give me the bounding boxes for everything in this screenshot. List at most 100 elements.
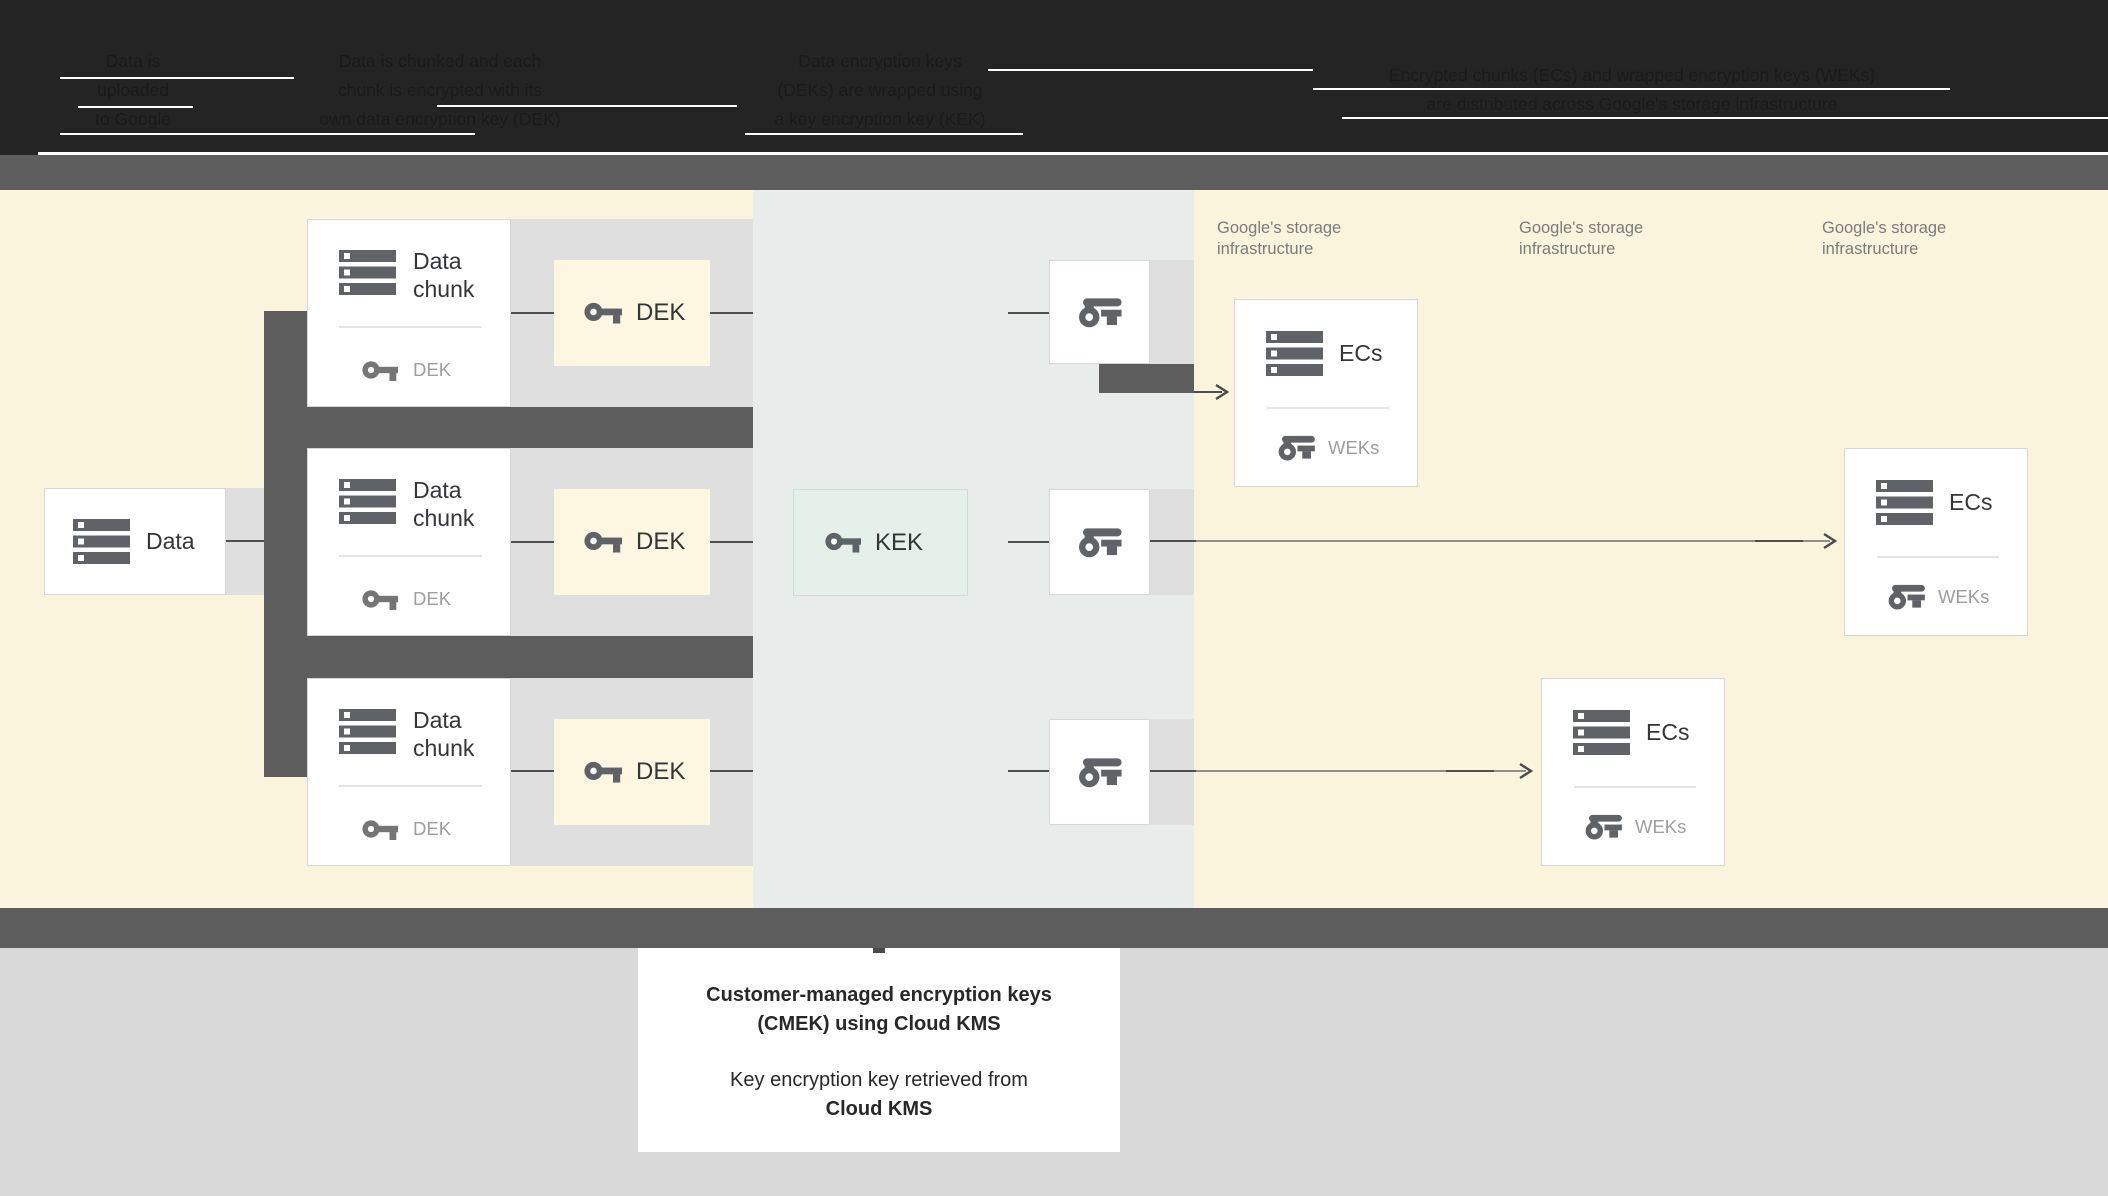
glitch-streak: [437, 105, 590, 107]
key-icon: [362, 818, 398, 842]
ec-box-title: ECs: [1339, 340, 1383, 366]
step-caption-line: (DEKs) are wrapped using: [777, 80, 983, 100]
ec-box-title: ECs: [1646, 719, 1690, 745]
step-caption-line: Data is chunked and each: [338, 51, 542, 71]
divider: [1267, 407, 1389, 409]
arrow-line-row3: [1196, 770, 1446, 772]
connector-line: [511, 770, 554, 772]
glitch-streak: [1342, 117, 2108, 119]
glitch-streak: [563, 105, 737, 107]
connector-line: [710, 312, 753, 314]
header-band: [0, 0, 2108, 155]
step-caption-1: Data is uploaded to Google: [38, 47, 228, 134]
key-icon: [362, 588, 398, 612]
top-gray-band: [0, 155, 2108, 190]
kek-box: KEK: [793, 489, 968, 596]
arrow-line-row2: [1150, 540, 1196, 542]
key-icon: [1078, 525, 1122, 559]
key3-gray-strip: [1150, 719, 1194, 825]
dek-box: DEK: [554, 260, 710, 366]
weks-label: WEKs: [1328, 437, 1380, 458]
wrapped-key-box: [1049, 489, 1150, 595]
data-chunk-title: Data chunk: [413, 707, 475, 761]
key-icon: [362, 359, 398, 383]
ec-box: ECs WEKs: [1541, 678, 1725, 866]
step-caption-line: own data encryption key (DEK): [319, 109, 561, 129]
step-caption-line: uploaded: [96, 80, 170, 100]
key-icon: [1078, 295, 1122, 329]
server-icon: [339, 709, 396, 754]
step-caption-4: Encrypted chunks (ECs) and wrapped encry…: [1292, 61, 1972, 119]
divider: [1877, 556, 1999, 558]
storage-label-line: infrastructure: [1822, 239, 1919, 258]
header-seam-line: [38, 152, 2108, 155]
arrow-line-row3: [1494, 770, 1526, 772]
storage-infrastructure-label: Google's storage infrastructure: [1519, 218, 1719, 259]
data-chunk-box: Data chunk DEK: [307, 219, 511, 407]
storage-label-line: Google's storage: [1822, 219, 1947, 237]
arrow-line-row2: [1196, 540, 1755, 542]
connector-line: [1008, 541, 1049, 543]
key-icon: [825, 530, 861, 555]
connector-line: [226, 540, 264, 542]
connector-line: [511, 312, 554, 314]
chunk-dek-label: DEK: [413, 588, 452, 609]
ec-box: ECs WEKs: [1844, 448, 2028, 636]
kek-box-label: KEK: [875, 528, 924, 556]
dek-box: DEK: [554, 719, 710, 825]
connector-line: [710, 770, 753, 772]
key-icon: [1585, 812, 1622, 841]
caption-spacer: [638, 1038, 1120, 1066]
dek-box-label: DEK: [636, 528, 686, 555]
glitch-streak: [988, 69, 1313, 71]
dek-box-label: DEK: [636, 299, 686, 326]
divider: [1574, 786, 1696, 788]
data-box-label: Data: [146, 528, 195, 554]
data-chunk-box: Data chunk DEK: [307, 678, 511, 866]
step-caption-line: a key encryption key (KEK): [774, 109, 986, 129]
caption-box: Customer-managed encryption keys (CMEK) …: [638, 948, 1120, 1152]
caption-line: (CMEK) using Cloud KMS: [757, 1012, 1001, 1035]
key-icon: [584, 300, 622, 326]
wrapped-key-box: [1049, 260, 1150, 364]
chunk-dek-label: DEK: [413, 359, 452, 380]
dek-box-label: DEK: [636, 758, 686, 785]
key2-gray-strip: [1150, 489, 1194, 595]
glitch-streak: [60, 77, 294, 79]
step-caption-line: Encrypted chunks (ECs) and wrapped encry…: [1388, 65, 1876, 85]
server-icon: [339, 250, 396, 295]
key1-gray-strip: [1150, 260, 1194, 364]
server-icon: [73, 519, 130, 564]
arrow-line-row2: [1803, 540, 1830, 542]
glitch-streak: [60, 133, 475, 135]
server-icon: [1266, 331, 1323, 376]
glitch-streak: [78, 106, 193, 108]
weks-label: WEKs: [1635, 816, 1687, 837]
key-icon: [1078, 755, 1122, 789]
dek-box: DEK: [554, 489, 710, 595]
arrow-line-row1: [1194, 391, 1222, 393]
inter-row-band-2: [264, 636, 753, 678]
inter-row-band-1: [264, 407, 753, 448]
divider: [339, 785, 482, 787]
key-icon: [584, 529, 622, 555]
key-icon: [584, 759, 622, 785]
data-chunk-title: Data chunk: [413, 477, 475, 531]
storage-label-line: Google's storage: [1519, 219, 1644, 237]
step-caption-line: chunk is encrypted with its: [337, 80, 543, 100]
key-icon: [1888, 582, 1925, 611]
caption-connector-notch: [873, 948, 885, 953]
connector-line: [1008, 770, 1049, 772]
row1-thick-connector: [1099, 364, 1194, 393]
key-icon: [1278, 433, 1315, 462]
server-icon: [1573, 710, 1630, 755]
glitch-streak: [1313, 88, 1950, 90]
server-icon: [339, 479, 396, 524]
storage-infrastructure-label: Google's storage infrastructure: [1822, 218, 2022, 259]
chunk-dek-label: DEK: [413, 818, 452, 839]
caption-line: Key encryption key retrieved from: [730, 1069, 1028, 1091]
wrapped-key-box: [1049, 719, 1150, 825]
step-caption-line: Data encryption keys: [798, 51, 962, 71]
step-caption-line: to Google: [95, 109, 171, 129]
data-chunk-box: Data chunk DEK: [307, 448, 511, 636]
